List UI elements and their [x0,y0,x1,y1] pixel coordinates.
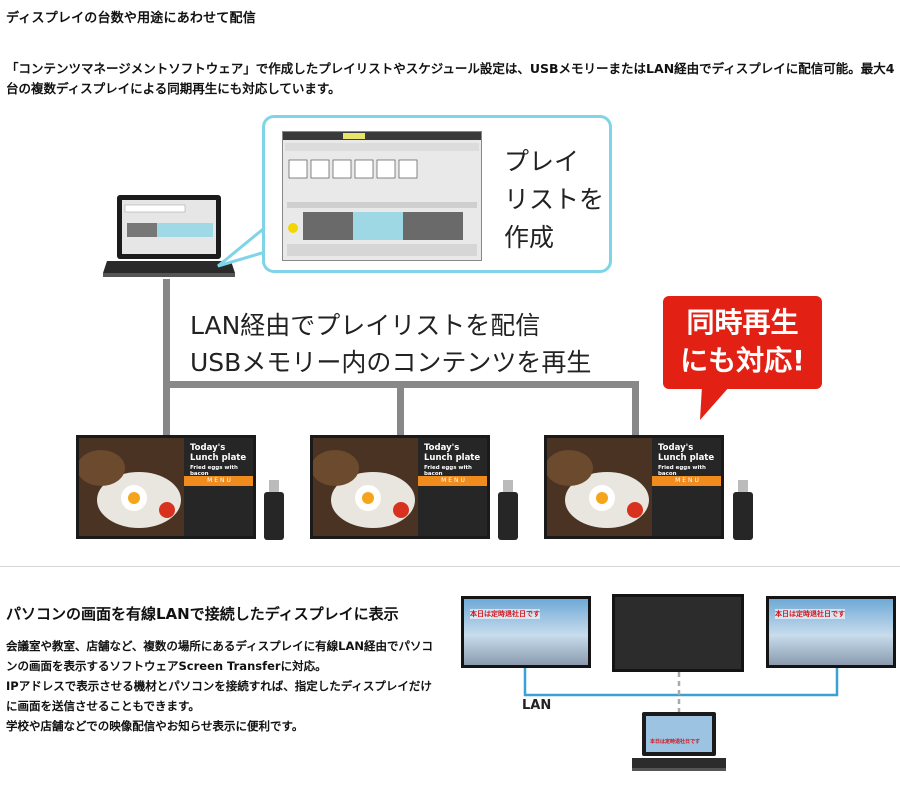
section-description-screen-transfer: 会議室や教室、店舗など、複数の場所にあるディスプレイに有線LAN経由でパソコンの… [6,636,436,736]
menu-heading-line-2: Lunch plate [424,453,481,463]
section-title-delivery: ディスプレイの台数や用途にあわせて配信 [6,11,256,26]
badge-tail [700,386,730,420]
bubble-text-line-2: リストを [504,185,605,214]
monitor-message: 本日は定時退社日です [775,609,845,619]
section-divider [0,566,900,567]
bubble-text-line-3: 作成 [504,223,555,252]
screen-transfer-paragraph-2: IPアドレスで表示させる機材とパソコンを接続すれば、指定したディスプレイだけに画… [6,679,432,713]
network-line-vertical-main [163,279,170,437]
monitor-center-blank [612,594,744,672]
food-photo [313,438,418,536]
software-screenshot [282,131,482,261]
monitor-message: 本日は定時退社日です [470,609,540,619]
menu-subheading: Fried eggs with bacon [658,465,706,477]
screen-transfer-paragraph-3: 学校や店舗などでの映像配信やお知らせ表示に便利です。 [6,719,304,733]
lan-delivery-label: LAN経由でプレイリストを配信 [190,311,541,340]
food-photo [79,438,184,536]
menu-heading-line-2: Lunch plate [658,453,715,463]
laptop-screen-message: 本日は定時退社日です [650,739,701,745]
lan-label: LAN [522,698,552,713]
menu-heading-line-1: Today's [658,443,694,453]
section-title-screen-transfer: パソコンの画面を有線LANで接続したディスプレイに表示 [6,605,399,623]
menu-heading-line-2: Lunch plate [190,453,247,463]
network-line-drop-3 [632,381,639,437]
food-photo [547,438,652,536]
sync-playback-badge [663,296,822,389]
screen-transfer-paragraph-1: 会議室や教室、店舗など、複数の場所にあるディスプレイに有線LAN経由でパソコンの… [6,639,433,673]
usb-playback-label: USBメモリー内のコンテンツを再生 [190,348,592,377]
menu-subheading: Fried eggs with bacon [424,465,472,477]
badge-line-2: にも対応! [680,344,805,377]
badge-text: 同時再生 にも対応! [663,304,822,380]
menu-heading-line-1: Today's [190,443,226,453]
usb-stick-icon [733,480,753,540]
badge-line-1: 同時再生 [686,306,799,339]
section-description-delivery: 「コンテンツマネージメントソフトウェア」で作成したプレイリストやスケジュール設定… [6,61,895,96]
monitor-left: 本日は定時退社日です [461,596,591,668]
usb-stick-icon [264,480,284,540]
menu-banner: MENU [184,476,253,486]
laptop-illustration [103,193,235,279]
menu-subheading: Fried eggs with bacon [190,465,238,477]
menu-heading-line-1: Today's [424,443,460,453]
menu-banner: MENU [418,476,487,486]
network-line-drop-2 [397,381,404,437]
playlist-callout-text: プレイ リストを 作成 [504,143,604,257]
bubble-text-line-1: プレイ [504,147,580,176]
menu-banner: MENU [652,476,721,486]
monitor-right: 本日は定時退社日です [766,596,896,668]
usb-stick-icon [498,480,518,540]
laptop-sender: 本日は定時退社日です [632,712,726,774]
